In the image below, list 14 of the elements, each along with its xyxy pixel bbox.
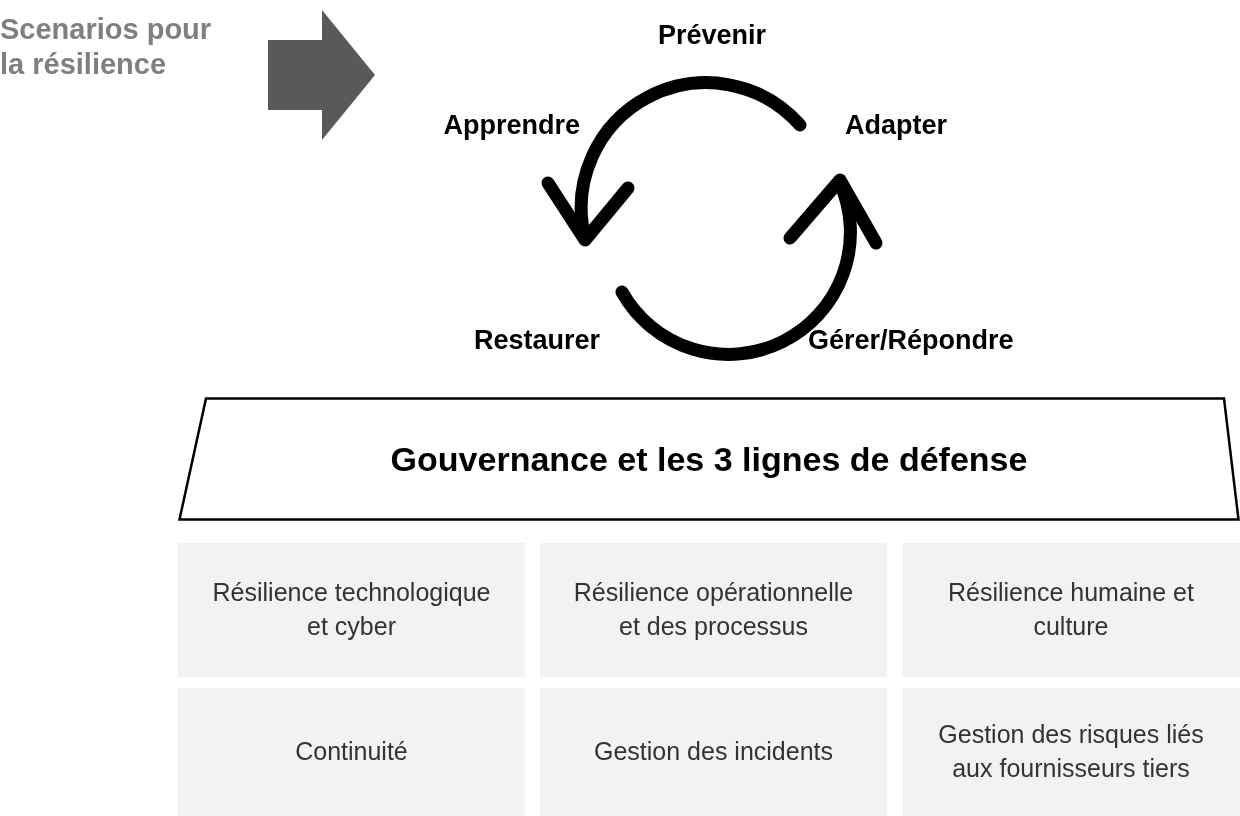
tile-text: Résilience technologique et cyber xyxy=(211,577,492,642)
tile-text: Résilience opérationnelle et des processus xyxy=(572,577,855,642)
phase-label: Prévenir xyxy=(656,20,768,51)
trapezoid-banner xyxy=(178,397,1240,521)
phase-label: Gérer/Répondre xyxy=(808,325,1015,356)
tile-text: Gestion des incidents xyxy=(594,736,833,768)
tile-text: Gestion des risques liés aux fournisseurs tiers xyxy=(937,719,1205,784)
scenario-text: Scenarios pour la résilience xyxy=(0,10,268,140)
banner-title: Gouvernance et les 3 lignes de défense xyxy=(390,439,1028,479)
phase-label: Apprendre xyxy=(442,110,580,141)
phase-label: Adapter xyxy=(845,110,948,141)
phase-label: Restaurer xyxy=(472,325,600,356)
tile-text: Continuité xyxy=(295,736,408,768)
tile-text: Résilience humaine et culture xyxy=(947,577,1195,642)
